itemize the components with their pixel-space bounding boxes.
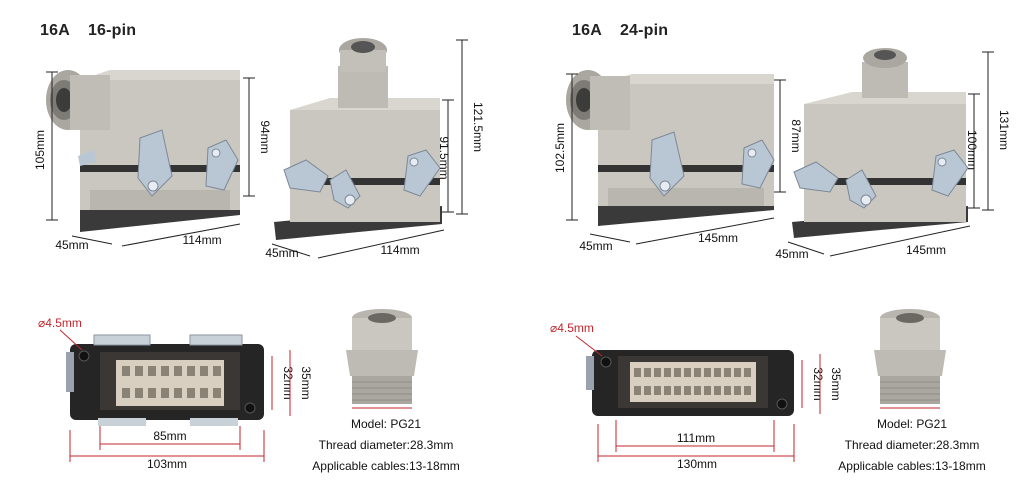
inner-width-label: 85mm: [153, 429, 186, 443]
side-body-height-label: 94mm: [258, 120, 272, 153]
front-length-label: 145mm: [906, 243, 946, 257]
front-length-label: 114mm: [380, 243, 419, 257]
side-view-dimensions: 105mm 94mm 45mm 114mm: [33, 71, 272, 252]
front-view-housing: [792, 48, 969, 238]
side-view-housing: [46, 70, 240, 232]
product-title: 16A 16-pin: [40, 22, 154, 40]
cable-gland-image: [346, 309, 418, 409]
gland-model: Model: PG21: [876, 417, 948, 431]
gland-cables: Applicable cables:13-18mm: [312, 459, 460, 473]
pin-count: 24-pin: [619, 22, 669, 39]
base-plate-view: [66, 334, 264, 426]
side-depth-label: 45mm: [579, 239, 612, 253]
gland-cables: Applicable cables:13-18mm: [838, 459, 986, 473]
product-title: 16A 24-pin: [572, 22, 686, 40]
side-height-label: 105mm: [33, 130, 47, 170]
front-total-height-label: 121.5mm: [471, 102, 485, 152]
side-height-label: 102.5mm: [553, 123, 567, 173]
inner-height-label: 32mm: [281, 366, 295, 399]
side-view-housing: [566, 70, 775, 226]
front-view-housing: [274, 38, 442, 240]
gland-model: Model: PG21: [350, 417, 422, 431]
front-height-label: 100mm: [965, 130, 979, 170]
side-length-label: 145mm: [698, 231, 738, 245]
front-view-dimensions: 91.5mm 121.5mm 45mm 114mm: [265, 39, 485, 260]
gland-specs: Model: PG21 Thread diameter:28.3mm Appli…: [308, 414, 464, 477]
drawing-16-pin: 105mm 94mm 45mm 114mm: [33, 38, 485, 471]
side-length-label: 114mm: [182, 233, 221, 247]
cable-gland-image: [874, 309, 946, 409]
front-depth-label: 45mm: [265, 246, 298, 260]
gland-specs: Model: PG21 Thread diameter:28.3mm Appli…: [832, 414, 992, 477]
panel-16-pin: 16A 16-pin 105mm: [33, 22, 485, 477]
base-plate-dimensions: ⌀4.5mm 85mm 103mm 32mm 35mm: [38, 316, 313, 471]
front-height-label: 91.5mm: [437, 136, 451, 179]
side-view-dimensions: 102.5mm 87mm 45mm 145mm: [553, 73, 803, 253]
inner-width-label: 111mm: [677, 431, 715, 445]
drawing-24-pin: 102.5mm 87mm 45mm 145mm: [550, 48, 1011, 471]
current-rating: 16A: [572, 22, 602, 39]
side-body-height-label: 87mm: [789, 119, 803, 152]
current-rating: 16A: [40, 22, 70, 39]
outer-width-label: 130mm: [677, 457, 717, 471]
hole-diameter-label: ⌀4.5mm: [38, 316, 82, 330]
hole-diameter-label: ⌀4.5mm: [550, 321, 594, 335]
base-plate-view: [586, 350, 794, 416]
front-total-height-label: 131mm: [997, 110, 1011, 150]
gland-thread: Thread diameter:28.3mm: [844, 438, 980, 452]
front-depth-label: 45mm: [775, 247, 808, 261]
panel-24-pin: 16A 24-pin 102.5mm 87mm: [512, 0, 1024, 502]
outer-height-label: 35mm: [299, 366, 313, 399]
side-depth-label: 45mm: [55, 238, 88, 252]
pin-count: 16-pin: [87, 22, 137, 39]
gland-thread: Thread diameter:28.3mm: [318, 438, 454, 452]
inner-height-label: 32mm: [811, 367, 825, 400]
front-view-dimensions: 100mm 131mm 45mm 145mm: [775, 51, 1011, 261]
outer-width-label: 103mm: [147, 457, 187, 471]
outer-height-label: 35mm: [829, 367, 843, 400]
base-plate-dimensions: ⌀4.5mm 111mm 130mm 32mm 35mm: [550, 321, 843, 471]
